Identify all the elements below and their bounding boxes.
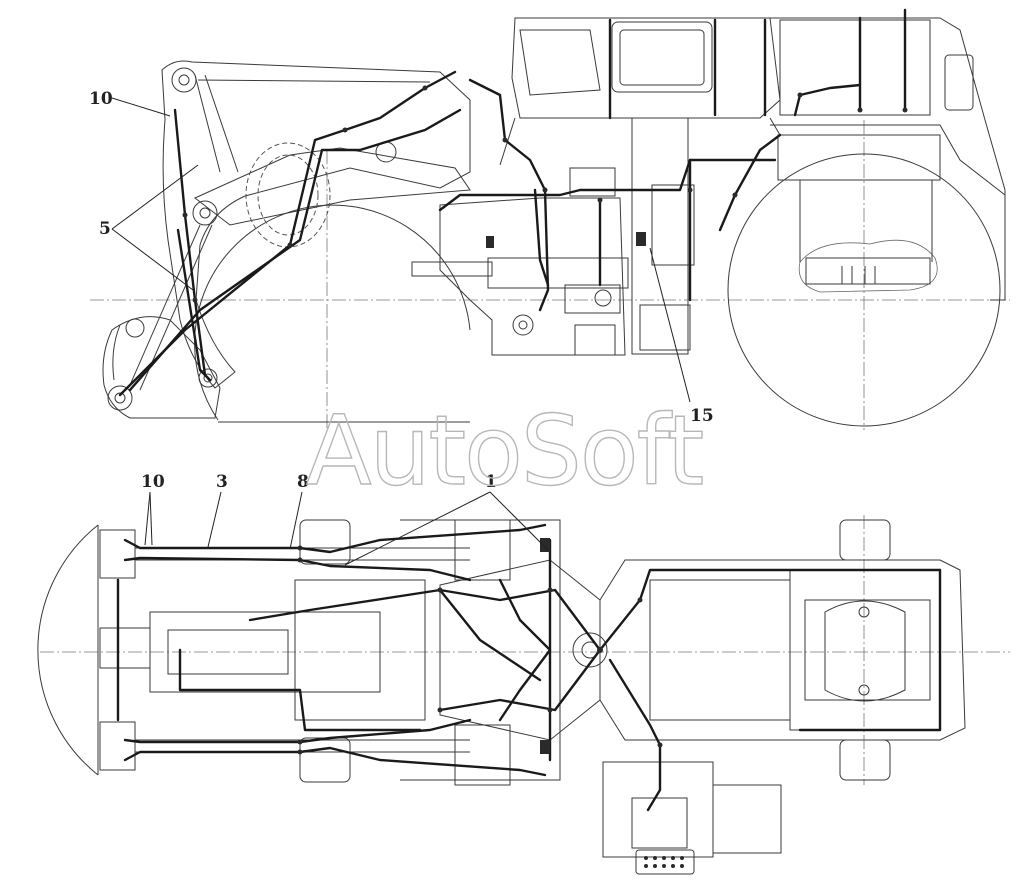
hose-fittings-side [182,85,908,303]
side-view: 10 5 15 [89,8,1010,430]
front-frame [411,197,629,356]
operator-cab [499,17,781,166]
rear-wheel [727,153,1001,427]
callout-10-side: 10 [89,89,171,117]
callout-10-top: 10 [141,472,165,546]
top-view: 10 3 8 1 [37,472,1010,875]
hose-fittings-top [297,538,663,755]
front-frame-top [400,519,608,781]
callout-5-side: 5 [99,164,199,291]
callout-15-side: 15 [649,247,714,426]
svg-text:8: 8 [297,472,309,492]
hydraulic-hoses-top [116,523,942,812]
articulation-joint [564,117,695,356]
connector-pins [644,856,684,868]
svg-text:1: 1 [485,472,497,492]
front-wheel [194,204,471,423]
bucket-top [37,524,99,776]
rear-frame-top [599,519,966,781]
rear-body [770,17,1006,301]
svg-text:10: 10 [89,89,113,109]
svg-text:5: 5 [99,219,111,239]
callout-1-top: 1 [344,472,549,566]
hydraulic-hoses-side [118,8,907,397]
callout-3-top: 3 [207,472,228,548]
callout-8-top: 8 [289,472,309,550]
svg-text:10: 10 [141,472,165,492]
svg-text:3: 3 [216,472,228,492]
bucket [102,316,221,419]
watermark: AutoSoft [306,395,703,507]
boom-arms-top [99,529,470,771]
svg-text:15: 15 [690,406,714,426]
tank-box [602,761,782,875]
